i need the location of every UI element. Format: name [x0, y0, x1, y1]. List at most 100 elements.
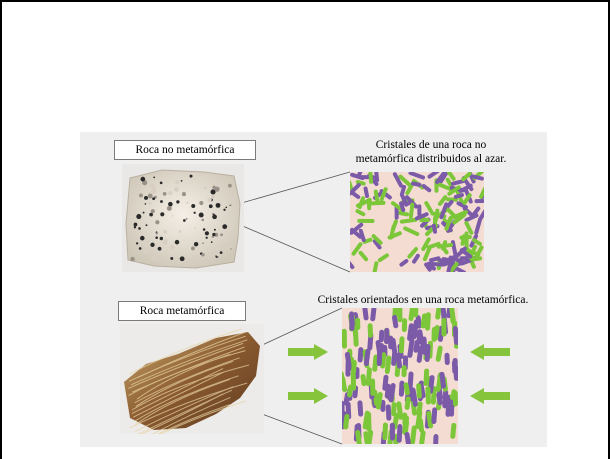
mineral-speck — [225, 207, 227, 209]
crystal-shape — [417, 204, 421, 216]
mineral-speck — [186, 218, 188, 220]
crystal-shape — [391, 402, 397, 416]
mineral-speck — [149, 213, 153, 217]
crystal-shape — [401, 365, 406, 377]
mineral-speck — [136, 214, 141, 219]
mineral-speck — [172, 215, 174, 217]
mineral-speck — [222, 224, 227, 229]
mineral-speck — [155, 220, 159, 224]
mineral-speck — [201, 219, 204, 222]
crystal-shape — [390, 423, 395, 441]
mineral-speck — [145, 203, 147, 205]
mineral-speck — [140, 236, 145, 241]
mineral-speck — [199, 212, 204, 217]
mineral-speck — [179, 230, 182, 233]
crystal-shape — [453, 390, 458, 406]
diagram-panel: Roca no metamórfica Cristales de una roc… — [80, 132, 547, 447]
crystal-shape — [342, 329, 347, 349]
non-metamorphic-rock-label-text: Roca no metamórfica — [136, 144, 235, 156]
mineral-speck — [151, 188, 156, 193]
mineral-speck — [228, 184, 232, 188]
mineral-speck — [140, 177, 145, 182]
mineral-speck — [168, 202, 173, 207]
mineral-speck — [212, 215, 217, 220]
mineral-speck — [152, 197, 155, 200]
mineral-speck — [209, 204, 213, 208]
mineral-speck — [216, 203, 221, 208]
metamorphic-rock-image — [120, 324, 264, 434]
crystal-shape — [452, 360, 458, 374]
mineral-speck — [130, 257, 134, 261]
pressure-arrow-right-lower — [288, 388, 330, 404]
crystal-shape — [423, 368, 429, 386]
mineral-speck — [138, 227, 141, 230]
mineral-speck — [158, 247, 162, 251]
crystal-shape — [425, 386, 431, 404]
mineral-speck — [211, 241, 213, 243]
mineral-speck — [167, 206, 172, 211]
crystal-shape — [384, 328, 389, 344]
mineral-speck — [199, 201, 203, 205]
mineral-speck — [143, 212, 145, 214]
mineral-speck — [150, 183, 155, 188]
crystal-shape — [357, 219, 374, 223]
mineral-speck — [168, 191, 172, 195]
mineral-speck — [160, 237, 163, 240]
crystal-shape — [399, 381, 405, 397]
mineral-speck — [153, 176, 155, 178]
mineral-speck — [134, 226, 136, 228]
crystal-shape — [357, 347, 363, 363]
crystal-shape — [416, 383, 422, 399]
mineral-speck — [220, 251, 223, 254]
mineral-speck — [202, 242, 204, 244]
mineral-speck — [162, 240, 167, 245]
mineral-speck — [214, 187, 219, 192]
mineral-speck — [163, 192, 167, 196]
metamorphic-rock-label-text: Roca metamórfica — [140, 305, 225, 317]
crystal-shape — [367, 323, 373, 338]
non-metamorphic-rock-label: Roca no metamórfica — [114, 140, 256, 160]
mineral-speck — [220, 233, 223, 236]
mineral-speck — [190, 175, 193, 178]
crystal-shape — [441, 318, 446, 337]
mineral-speck — [207, 198, 211, 202]
mineral-speck — [175, 180, 179, 184]
mineral-speck — [134, 223, 138, 227]
mineral-speck — [183, 219, 186, 222]
mineral-speck — [201, 253, 204, 256]
mineral-speck — [206, 237, 208, 239]
mineral-speck — [144, 196, 148, 200]
mineral-speck — [211, 195, 215, 199]
mineral-speck — [180, 256, 185, 261]
oriented-crystals-caption-text: Cristales orientados en una roca metamór… — [318, 294, 529, 306]
mineral-speck — [186, 202, 188, 204]
crystal-shape — [349, 311, 355, 331]
crystal-shape — [444, 353, 450, 365]
mineral-speck — [181, 180, 183, 182]
random-crystals-tile — [350, 172, 484, 272]
mineral-speck — [146, 245, 149, 248]
crystal-shape — [377, 350, 382, 366]
random-crystals-caption-line1: Cristales de una roca no — [326, 138, 536, 152]
mineral-speck — [146, 224, 148, 226]
mineral-speck — [182, 192, 186, 196]
crystal-shape — [397, 308, 402, 322]
crystal-shape — [474, 199, 484, 203]
pressure-arrow-right-upper — [288, 344, 330, 360]
mineral-speck — [156, 233, 158, 235]
crystal-shape — [397, 424, 403, 443]
oriented-crystals-caption: Cristales orientados en una roca metamór… — [298, 293, 548, 307]
mineral-speck — [150, 243, 154, 247]
mineral-speck — [205, 231, 209, 235]
mineral-speck — [152, 256, 157, 261]
mineral-speck — [136, 242, 138, 244]
mineral-speck — [194, 212, 196, 214]
mineral-speck — [216, 253, 220, 257]
pressure-arrow-left-upper — [468, 344, 510, 360]
random-crystals-caption: Cristales de una roca no metamórfica dis… — [326, 138, 536, 166]
mineral-speck — [148, 202, 151, 205]
mineral-speck — [194, 242, 198, 246]
mineral-speck — [143, 249, 148, 254]
mineral-speck — [139, 194, 143, 198]
